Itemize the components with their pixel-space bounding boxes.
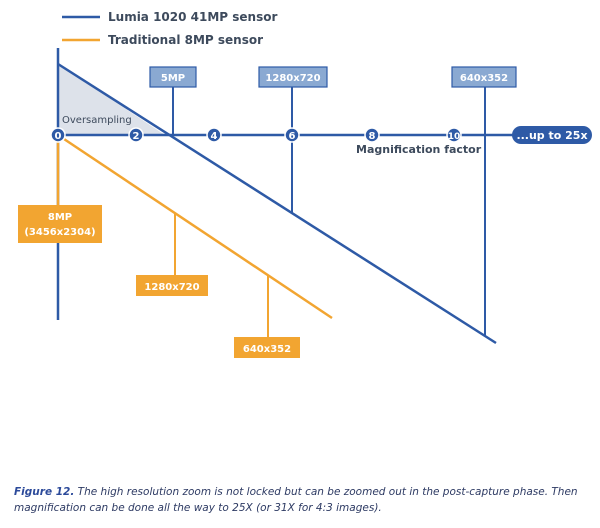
oversampling-label: Oversampling [62, 115, 132, 126]
axis-label: Magnification factor [356, 143, 482, 156]
axis-tick-6: 6 [284, 127, 300, 143]
orange-box-1280x720: 1280x720 [136, 275, 208, 296]
svg-text:4: 4 [211, 131, 218, 142]
orange-diagonal [57, 133, 333, 320]
axis-tick-10: 10 [446, 127, 462, 143]
svg-text:8: 8 [369, 131, 376, 142]
axis-tick-8: 8 [364, 127, 380, 143]
svg-text:1280x720: 1280x720 [144, 282, 199, 293]
svg-text:0: 0 [55, 131, 62, 142]
axis-end-label: ...up to 25x [512, 126, 592, 144]
svg-text:640x352: 640x352 [460, 73, 508, 84]
figure-number: Figure 12. [14, 486, 75, 498]
svg-text:10: 10 [448, 132, 461, 142]
figure-caption: Figure 12. The high resolution zoom is n… [14, 484, 590, 516]
svg-text:2: 2 [133, 131, 140, 142]
blue-diagonal [57, 62, 497, 345]
svg-text:640x352: 640x352 [243, 344, 291, 355]
magnification-diagram: Lumia 1020 41MP sensor Traditional 8MP s… [18, 10, 592, 358]
orange-box-8mp: 8MP (3456x2304) [18, 205, 102, 243]
orange-box-640x352: 640x352 [234, 337, 300, 358]
axis-tick-2: 2 [128, 127, 144, 143]
blue-box-5mp: 5MP [149, 66, 197, 88]
axis-tick-4: 4 [206, 127, 222, 143]
legend-blue-label: Lumia 1020 41MP sensor [108, 10, 277, 24]
svg-text:...up to 25x: ...up to 25x [516, 129, 587, 142]
svg-text:8MP: 8MP [48, 212, 72, 223]
svg-text:1280x720: 1280x720 [265, 73, 320, 84]
axis-tick-0: 0 [50, 127, 66, 143]
svg-text:(3456x2304): (3456x2304) [24, 227, 95, 238]
blue-box-1280x720: 1280x720 [258, 66, 328, 88]
blue-box-640x352: 640x352 [451, 66, 517, 88]
caption-text: The high resolution zoom is not locked b… [14, 486, 578, 514]
legend-orange-label: Traditional 8MP sensor [108, 33, 263, 47]
svg-text:5MP: 5MP [161, 73, 185, 84]
svg-text:6: 6 [289, 131, 296, 142]
